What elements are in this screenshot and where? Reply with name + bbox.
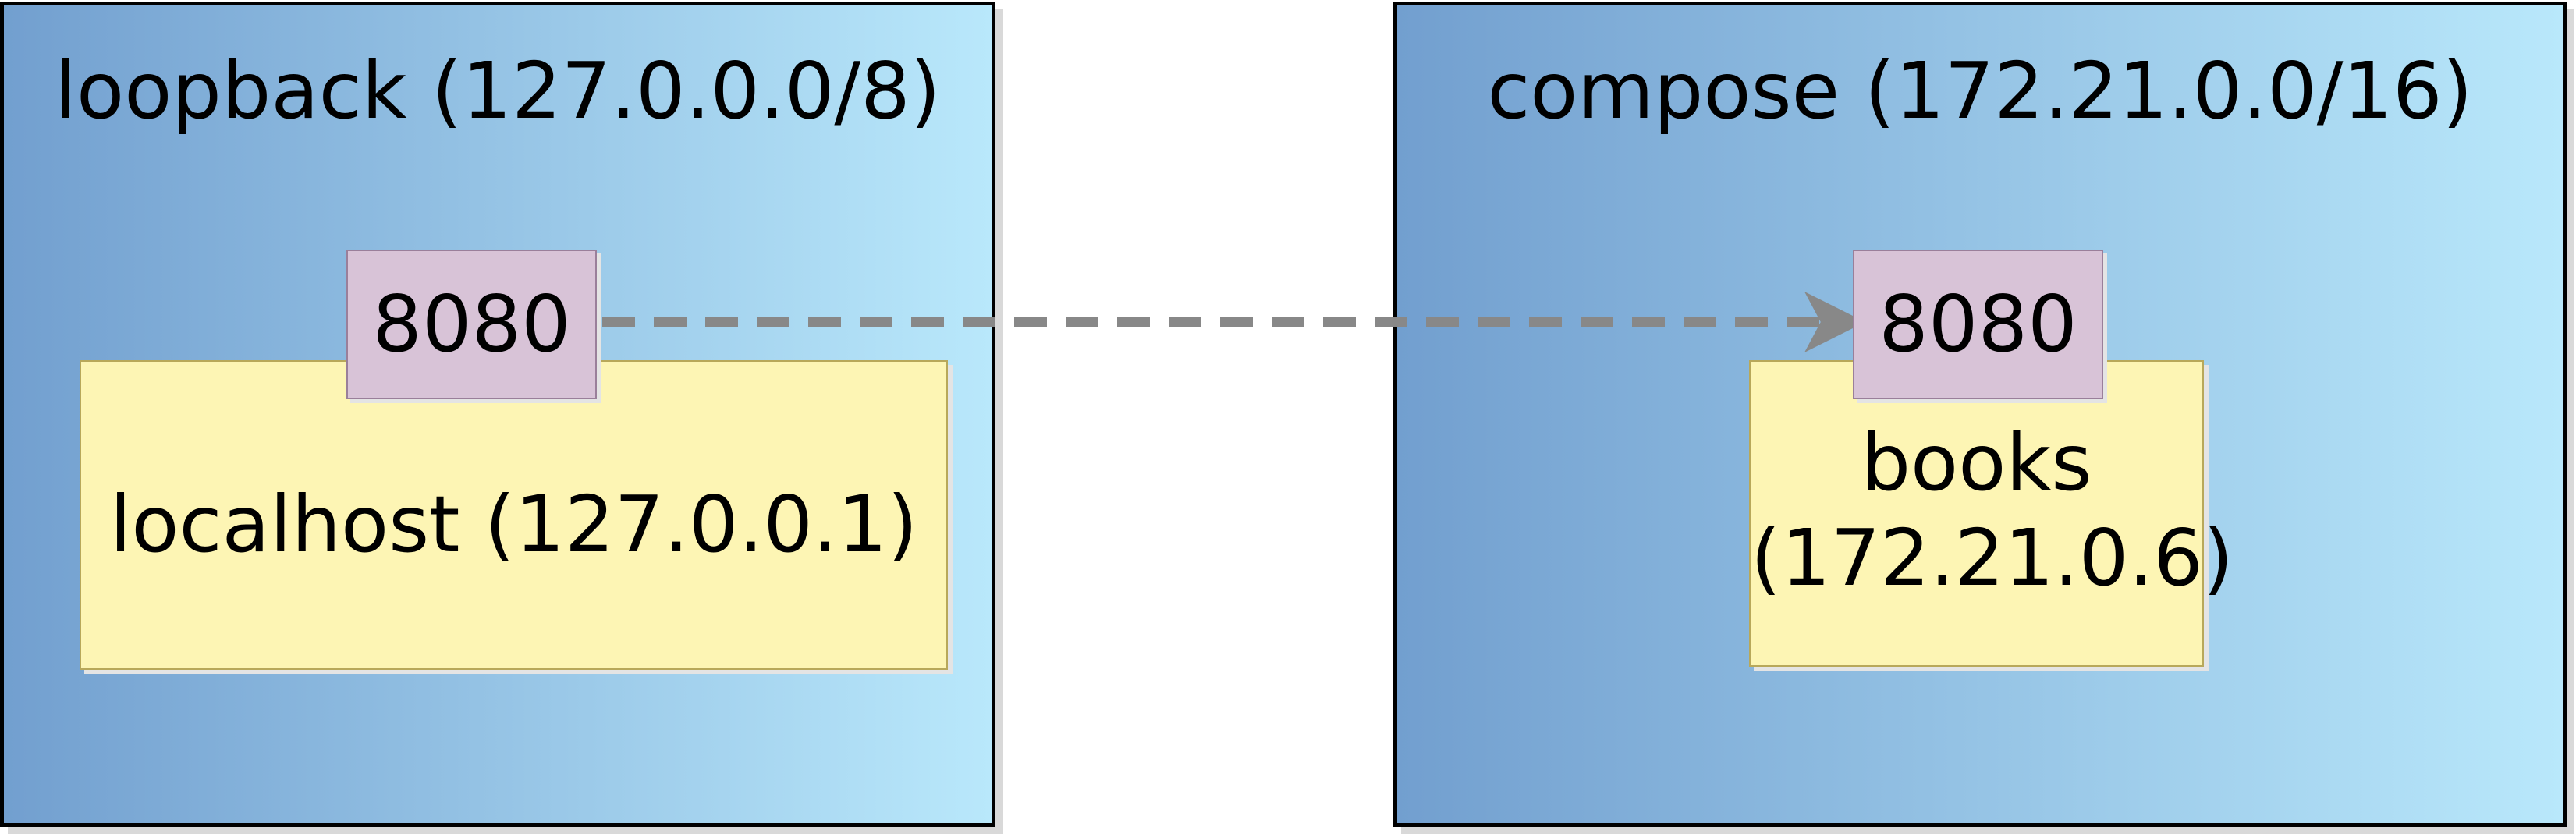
network-compose: compose (172.21.0.0/16) books (172.21.0.…	[1393, 2, 2567, 827]
port-8080-compose: 8080	[1853, 250, 2103, 399]
host-localhost-label: localhost (127.0.0.1)	[109, 479, 918, 570]
host-localhost: localhost (127.0.0.1)	[80, 360, 948, 670]
network-loopback-title: loopback (127.0.0.0/8)	[55, 45, 941, 136]
network-compose-title: compose (172.21.0.0/16)	[1487, 45, 2473, 136]
network-loopback: loopback (127.0.0.0/8) localhost (127.0.…	[0, 2, 995, 827]
host-books: books (172.21.0.6)	[1749, 360, 2234, 667]
host-books-ip: (172.21.0.6)	[1751, 512, 2234, 604]
host-books-name: books	[1861, 417, 2092, 508]
port-8080-loopback: 8080	[346, 250, 597, 399]
